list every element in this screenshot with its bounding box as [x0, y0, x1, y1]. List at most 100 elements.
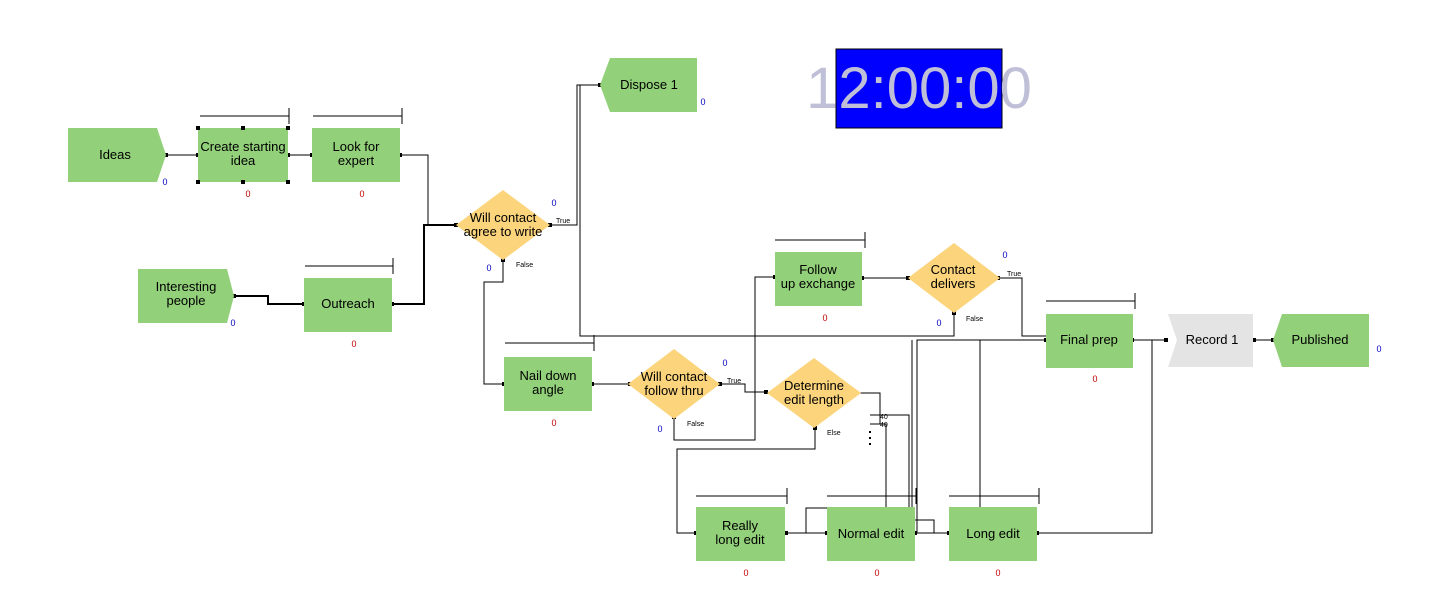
- ideas-counter: 0: [162, 177, 167, 187]
- look-for-expert-shape[interactable]: [312, 128, 400, 182]
- module-dispose-1[interactable]: Dispose 1 0: [600, 58, 706, 112]
- module-normal-edit[interactable]: Normal edit 0: [827, 507, 915, 578]
- connector-decide1-true-to-dispose[interactable]: [550, 84, 600, 226]
- contact-delivers-counter-true: 0: [1002, 250, 1007, 260]
- connector-decide2-true-to-determine[interactable]: [720, 383, 766, 393]
- connector-determine-branch-top[interactable]: [860, 392, 881, 424]
- outreach-counter: 0: [351, 339, 356, 349]
- connector-decide1-false-to-nail[interactable]: [483, 260, 504, 385]
- contact-delivers-false-label: False: [966, 316, 983, 323]
- outreach-label: Outreach: [321, 296, 374, 311]
- will-contact-follow-thru-counter-false: 0: [657, 424, 662, 434]
- clock-time: 12:00:00: [806, 56, 1032, 121]
- determine-edit-length-else-label: Else: [827, 430, 841, 437]
- will-contact-follow-thru-false-label: False: [687, 421, 704, 428]
- queue-bar-lookfor: [313, 108, 403, 124]
- connector-determine-to-normal[interactable]: [870, 414, 910, 533]
- connector-interesting-to-outreach[interactable]: [234, 295, 304, 305]
- long-edit-counter: 0: [995, 568, 1000, 578]
- connector-long-to-finalprep[interactable]: [1037, 339, 1153, 534]
- determine-edit-length-branch-2: 40: [880, 422, 888, 429]
- ideas-shape[interactable]: [68, 128, 166, 182]
- really-long-edit-shape[interactable]: [696, 507, 785, 561]
- module-long-edit[interactable]: Long edit 0: [949, 507, 1037, 578]
- published-counter: 0: [1376, 344, 1381, 354]
- dispose-1-shape[interactable]: [600, 58, 697, 112]
- more-branches-dots: [869, 431, 871, 445]
- long-edit-label: Long edit: [966, 526, 1020, 541]
- determine-edit-length-branch-1: 40: [880, 414, 888, 421]
- dispose-1-label: Dispose 1: [620, 77, 678, 92]
- module-published[interactable]: Published 0: [1273, 314, 1382, 367]
- queue-bar-create: [200, 108, 290, 124]
- create-starting-idea-counter: 0: [245, 189, 250, 199]
- selection-handles: [196, 126, 290, 184]
- published-label: Published: [1291, 332, 1348, 347]
- connector-outreach-to-decide1[interactable]: [392, 224, 456, 305]
- really-long-edit-counter: 0: [743, 568, 748, 578]
- create-starting-idea-shape[interactable]: [198, 128, 288, 182]
- will-contact-follow-thru-true-label: True: [727, 378, 741, 385]
- contact-delivers-shape[interactable]: [908, 243, 1000, 313]
- will-contact-agree-counter-false: 0: [486, 263, 491, 273]
- outreach-shape[interactable]: [304, 278, 392, 332]
- determine-edit-length-shape[interactable]: [767, 358, 861, 428]
- connector-normal-up-to-finalprep[interactable]: [916, 339, 1046, 533]
- follow-up-exchange-shape[interactable]: [775, 252, 862, 306]
- interesting-people-shape[interactable]: [138, 269, 234, 323]
- interesting-people-counter: 0: [230, 318, 235, 328]
- record-1-label: Record 1: [1186, 332, 1239, 347]
- module-ideas[interactable]: Ideas 0: [68, 128, 168, 187]
- connector-determine-else-to-reallylong[interactable]: [676, 428, 816, 534]
- nail-down-angle-counter: 0: [551, 418, 556, 428]
- final-prep-counter: 0: [1092, 374, 1097, 384]
- connectors: [166, 84, 1273, 534]
- clock-background: [835, 48, 1003, 129]
- queue-bar-long: [949, 488, 1040, 504]
- contact-delivers-counter-false: 0: [936, 318, 941, 328]
- queue-bar-followup: [775, 232, 866, 248]
- queue-bars: [200, 108, 1136, 504]
- final-prep-shape[interactable]: [1046, 314, 1133, 368]
- will-contact-follow-thru-shape[interactable]: [628, 349, 720, 419]
- normal-edit-shape[interactable]: [827, 507, 915, 561]
- connector-contact-true-to-finalprep[interactable]: [998, 277, 1046, 337]
- queue-bar-normal: [827, 488, 917, 504]
- dispose-1-counter: 0: [700, 97, 705, 107]
- module-final-prep[interactable]: Final prep 0: [1046, 314, 1133, 384]
- will-contact-agree-counter-true: 0: [551, 198, 556, 208]
- final-prep-label: Final prep: [1060, 332, 1118, 347]
- connector-decide2-false-to-followup[interactable]: [673, 276, 775, 441]
- long-edit-shape[interactable]: [949, 507, 1037, 561]
- nail-down-angle-shape[interactable]: [504, 357, 592, 411]
- normal-edit-counter: 0: [874, 568, 879, 578]
- module-outreach[interactable]: Outreach 0: [304, 278, 392, 349]
- will-contact-agree-shape[interactable]: [456, 190, 550, 260]
- connector-contact-false-loop[interactable]: [579, 85, 955, 337]
- published-shape[interactable]: [1273, 314, 1369, 367]
- record-1-shape[interactable]: [1168, 314, 1253, 367]
- normal-edit-label: Normal edit: [838, 526, 905, 541]
- will-contact-agree-false-label: False: [516, 262, 533, 269]
- module-record-1[interactable]: Record 1: [1168, 314, 1253, 367]
- connector-lookfor-to-decide1[interactable]: [400, 154, 456, 226]
- simulation-clock: 12:00:00: [806, 48, 1032, 129]
